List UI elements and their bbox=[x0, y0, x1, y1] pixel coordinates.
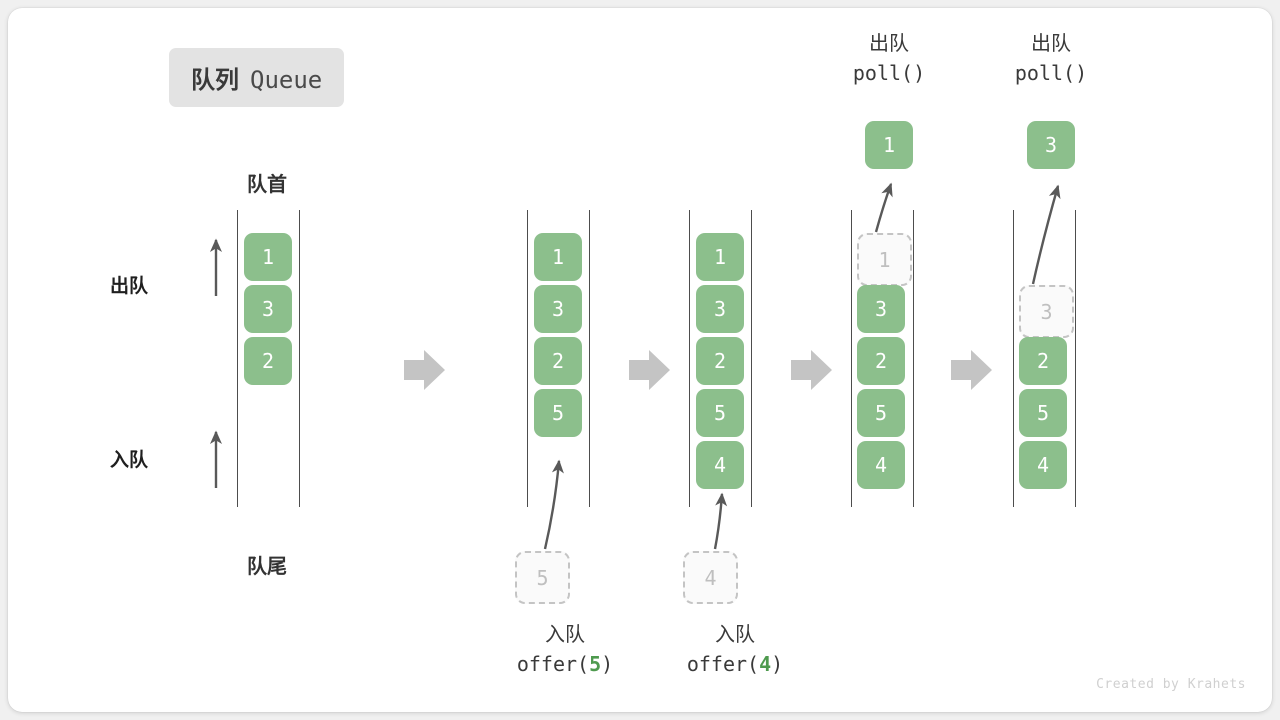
rail-left bbox=[689, 210, 690, 507]
queue-cell: 2 bbox=[696, 337, 744, 385]
dequeue-flow-arrow bbox=[874, 182, 893, 233]
queue-cell: 1 bbox=[696, 233, 744, 281]
queue-cell: 5 bbox=[534, 389, 582, 437]
incoming-ghost-cell: 5 bbox=[515, 551, 570, 604]
rail-left bbox=[851, 210, 852, 507]
rail-right bbox=[299, 210, 300, 507]
queue-cell: 3 bbox=[696, 285, 744, 333]
rail-left bbox=[237, 210, 238, 507]
dequeue-caption-3: 出队 poll() bbox=[951, 30, 1151, 88]
watermark: Created by Krahets bbox=[1096, 677, 1246, 692]
queue-cell: 5 bbox=[1019, 389, 1067, 437]
popped-value-box: 3 bbox=[1027, 121, 1075, 169]
queue-cell: 3 bbox=[244, 285, 292, 333]
queue-head-label: 队首 bbox=[247, 174, 287, 196]
title-badge: 队列 Queue bbox=[169, 48, 345, 107]
dequeue-flow-arrow bbox=[1031, 184, 1061, 285]
queue-cell: 2 bbox=[1019, 337, 1067, 385]
enqueue-caption-cn: 入队 bbox=[715, 624, 755, 646]
title-cn: 队列 bbox=[191, 67, 239, 94]
enqueue-flow-arrow bbox=[543, 459, 564, 550]
queue-cell: 4 bbox=[696, 441, 744, 489]
queue-cell-ghost: 1 bbox=[857, 233, 912, 286]
queue-cell: 5 bbox=[696, 389, 744, 437]
dequeue-caption-code: poll() bbox=[852, 61, 926, 85]
rail-left bbox=[1013, 210, 1014, 507]
enqueue-caption-4: 入队 offer(4) bbox=[635, 621, 835, 679]
enqueue-arg: 4 bbox=[759, 652, 772, 676]
queue-cell: 4 bbox=[857, 441, 905, 489]
enqueue-arg: 5 bbox=[589, 652, 602, 676]
rail-right bbox=[1075, 210, 1076, 507]
title-en: Queue bbox=[250, 66, 323, 94]
step-arrow bbox=[951, 350, 992, 390]
diagram-card: 队列 Queue 队首 队尾 出队 入队 1 3 2 1 3 2 5 5 1 3… bbox=[8, 8, 1272, 712]
arrow-overlay bbox=[210, 182, 1061, 550]
popped-value-box: 1 bbox=[865, 121, 913, 169]
enqueue-caption-5: 入队 offer(5) bbox=[465, 621, 665, 679]
enqueue-caption-cn: 入队 bbox=[545, 624, 585, 646]
queue-cell: 2 bbox=[857, 337, 905, 385]
step-arrow bbox=[791, 350, 832, 390]
queue-cell: 2 bbox=[244, 337, 292, 385]
queue-cell: 3 bbox=[857, 285, 905, 333]
queue-cell-ghost: 3 bbox=[1019, 285, 1074, 338]
rail-right bbox=[913, 210, 914, 507]
queue-cell: 4 bbox=[1019, 441, 1067, 489]
dequeue-caption-code: poll() bbox=[1014, 61, 1088, 85]
rail-right bbox=[751, 210, 752, 507]
queue-cell: 3 bbox=[534, 285, 582, 333]
rail-left bbox=[527, 210, 528, 507]
step-arrow bbox=[404, 350, 445, 390]
queue-tail-label: 队尾 bbox=[247, 556, 287, 578]
enqueue-flow-arrow bbox=[713, 492, 728, 550]
queue-cell: 1 bbox=[244, 233, 292, 281]
dequeue-caption-cn: 出队 bbox=[1031, 33, 1071, 55]
queue-cell: 2 bbox=[534, 337, 582, 385]
dequeue-caption-1: 出队 poll() bbox=[789, 30, 989, 88]
enqueue-caption-code: offer(5) bbox=[516, 652, 614, 676]
queue-cell: 5 bbox=[857, 389, 905, 437]
step-arrow bbox=[629, 350, 670, 390]
rail-right bbox=[589, 210, 590, 507]
dequeue-direction-label: 出队 bbox=[109, 276, 148, 297]
enqueue-caption-code: offer(4) bbox=[686, 652, 784, 676]
dequeue-caption-cn: 出队 bbox=[869, 33, 909, 55]
incoming-ghost-cell: 4 bbox=[683, 551, 738, 604]
enqueue-direction-label: 入队 bbox=[109, 450, 148, 471]
queue-cell: 1 bbox=[534, 233, 582, 281]
